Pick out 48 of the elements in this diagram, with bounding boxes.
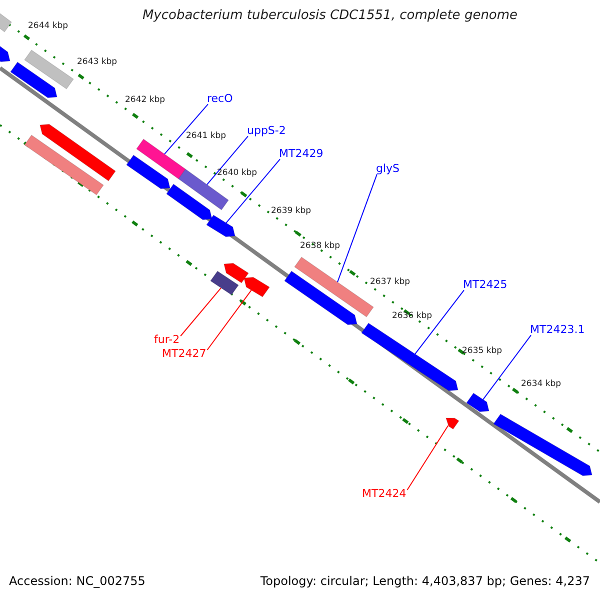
gene-bar	[136, 138, 186, 180]
gene-label: recO	[207, 92, 233, 106]
pointed-gene-bar	[166, 184, 212, 220]
gene-label: fur-2	[154, 333, 180, 346]
pointed-gene-bar	[206, 214, 236, 238]
tick-label: 2634 kbp	[521, 379, 562, 390]
genome-info-text: Topology: circular; Length: 4,403,837 bp; Genes: 4,237	[260, 574, 590, 588]
leader-line	[414, 290, 464, 355]
leader-line	[206, 289, 252, 350]
pointed-gene-bar	[244, 276, 270, 298]
gene-bar	[210, 270, 239, 296]
tick-label: 2640 kbp	[217, 168, 258, 178]
tick-label: 2644 kbp	[28, 21, 68, 32]
tick-label: 2639 kbp	[271, 206, 312, 216]
pointed-gene-bar	[361, 322, 458, 392]
pointed-gene-bar	[466, 392, 490, 412]
tick-label: 2636 kbp	[392, 311, 432, 322]
tick-label: 2642 kbp	[125, 95, 166, 106]
gene-bar	[24, 50, 74, 90]
pointed-gene-bar	[224, 262, 249, 284]
pointed-gene-bar	[10, 62, 58, 98]
leader-line	[164, 104, 208, 155]
pointed-gene-bar	[40, 124, 116, 182]
gene-bar	[24, 134, 104, 196]
leader-line	[206, 136, 248, 186]
leader-line	[226, 158, 280, 224]
tick-label: 2638 kbp	[300, 241, 340, 252]
pointed-gene-bar	[493, 414, 592, 476]
gene-label: glyS	[376, 162, 400, 176]
gene-label: MT2427	[162, 347, 206, 360]
leader-line	[482, 334, 532, 400]
pointed-gene-bar	[446, 418, 460, 430]
map-title: Mycobacterium tuberculosis CDC1551, complete genome	[141, 8, 519, 24]
tick-label: 2635 kbp	[462, 346, 502, 356]
tick-label: 2637 kbp	[370, 277, 410, 288]
leader-line	[337, 174, 378, 283]
leader-line	[406, 425, 449, 490]
pointed-gene-bar	[126, 154, 170, 190]
tick-label: 2643 kbp	[77, 57, 118, 68]
tick-label: 2641 kbp	[186, 131, 226, 142]
gene-label: MT2423.1	[530, 323, 585, 336]
leader-line	[180, 287, 222, 336]
gene-label: uppS-2	[247, 124, 286, 138]
gene-label: MT2429	[279, 147, 324, 160]
gene-label: MT2425	[463, 278, 508, 292]
gene-label: MT2424	[362, 487, 406, 500]
accession-text: Accession: NC_002755	[9, 574, 146, 588]
pointed-gene-bar	[284, 270, 358, 326]
